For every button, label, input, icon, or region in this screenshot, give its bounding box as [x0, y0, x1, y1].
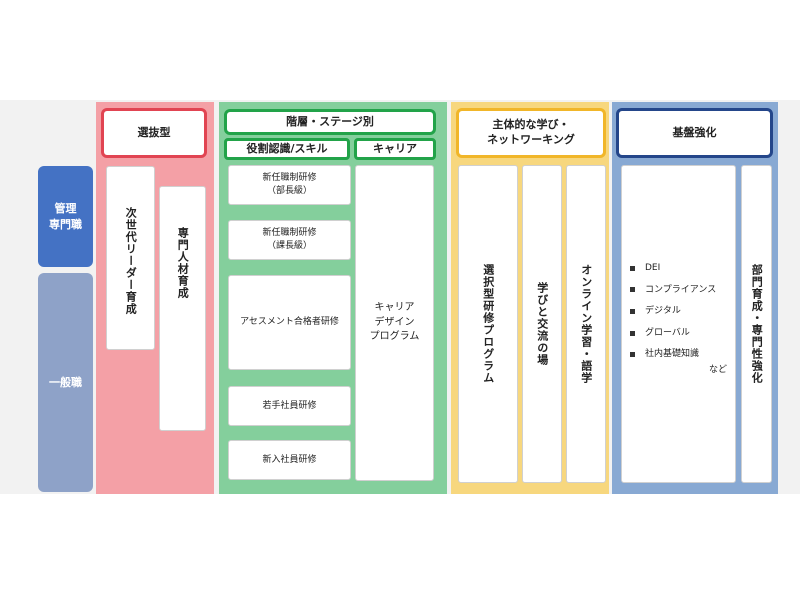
box-assessment-training-label: アセスメント合格者研修 — [240, 317, 339, 328]
box-online-learning: オンライン学習・語学 — [566, 165, 606, 483]
header-selection-label: 選抜型 — [137, 125, 171, 139]
header-tiered-label: 階層・ステージ別 — [286, 114, 374, 128]
box-learning-exchange-label: 学びと交流の場 — [535, 282, 549, 366]
box-expert-talent-label: 専門人材育成 — [176, 227, 190, 299]
box-new-manager-section-label: 新任職制研修 （課長級） — [262, 228, 317, 251]
foundation-list: DEI コンプライアンス デジタル グローバル 社内基礎知識 — [630, 262, 735, 361]
header-foundation: 基盤強化 — [616, 108, 773, 158]
box-elective-program-label: 選択型研修プログラム — [481, 264, 495, 384]
header-tiered: 階層・ステージ別 — [224, 109, 436, 135]
bullet-square-icon — [630, 287, 635, 293]
box-foundation-list: DEI コンプライアンス デジタル グローバル 社内基礎知識 など — [621, 165, 736, 483]
list-item: コンプライアンス — [630, 284, 735, 297]
level-general-label: 一般職 — [49, 375, 82, 389]
subheader-career: キャリア — [354, 138, 436, 160]
subheader-role-label: 役割認識/スキル — [246, 141, 328, 155]
list-item: グローバル — [630, 327, 735, 340]
box-elective-program: 選択型研修プログラム — [458, 165, 518, 483]
bullet-square-icon — [630, 352, 635, 358]
box-online-learning-label: オンライン学習・語学 — [579, 264, 593, 384]
box-new-manager-section: 新任職制研修 （課長級） — [228, 220, 351, 260]
level-manager: 管理 専門職 — [38, 166, 93, 267]
box-assessment-training: アセスメント合格者研修 — [228, 275, 351, 370]
box-learning-exchange: 学びと交流の場 — [522, 165, 562, 483]
box-career-design-label: キャリア デザイン プログラム — [369, 302, 420, 343]
subheader-career-label: キャリア — [373, 141, 417, 155]
box-expert-talent: 専門人材育成 — [159, 186, 206, 431]
bullet-square-icon — [630, 308, 635, 314]
header-proactive-label: 主体的な学び・ ネットワーキング — [487, 118, 575, 146]
box-young-employee-training: 若手社員研修 — [228, 386, 351, 426]
box-dept-development: 部門育成・専門性強化 — [741, 165, 772, 483]
header-selection: 選抜型 — [101, 108, 207, 158]
level-manager-label: 管理 専門職 — [49, 202, 82, 231]
list-item-label: デジタル — [645, 306, 681, 317]
list-item: 社内基礎知識 — [630, 348, 735, 361]
box-new-manager-director-label: 新任職制研修 （部長級） — [262, 173, 317, 196]
subheader-role: 役割認識/スキル — [224, 138, 350, 160]
list-suffix: など — [708, 364, 727, 375]
list-item: デジタル — [630, 305, 735, 318]
box-young-employee-training-label: 若手社員研修 — [262, 400, 317, 411]
box-dept-development-label: 部門育成・専門性強化 — [750, 264, 764, 384]
box-next-gen-leader-label: 次世代リーダー育成 — [124, 207, 138, 315]
box-new-employee-training-label: 新入社員研修 — [262, 454, 317, 465]
box-new-employee-training: 新入社員研修 — [228, 440, 351, 480]
list-item: DEI — [630, 262, 735, 275]
header-foundation-label: 基盤強化 — [672, 125, 717, 139]
list-item-label: グローバル — [645, 327, 690, 338]
bullet-square-icon — [630, 330, 635, 336]
header-proactive: 主体的な学び・ ネットワーキング — [456, 108, 606, 158]
list-item-label: 社内基礎知識 — [645, 349, 700, 360]
box-next-gen-leader: 次世代リーダー育成 — [106, 166, 155, 350]
list-item-label: コンプライアンス — [645, 284, 717, 295]
list-item-label: DEI — [645, 263, 661, 273]
bullet-square-icon — [630, 265, 635, 271]
level-general: 一般職 — [38, 273, 93, 492]
box-career-design: キャリア デザイン プログラム — [355, 165, 434, 481]
box-new-manager-director: 新任職制研修 （部長級） — [228, 165, 351, 205]
